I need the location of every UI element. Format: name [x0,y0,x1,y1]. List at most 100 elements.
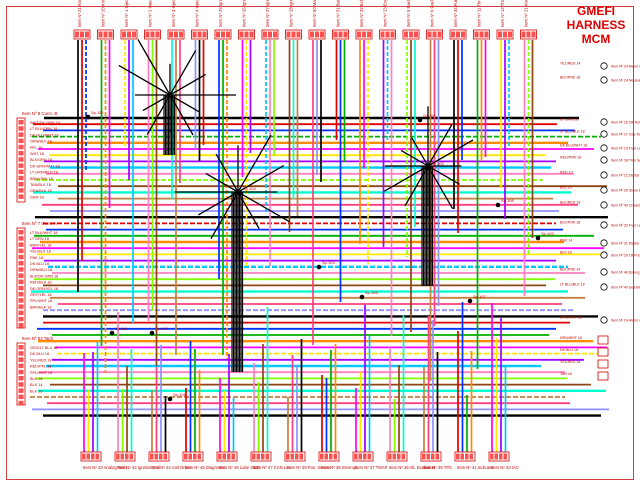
wire-label: BRN/YEL 18 [30,243,51,247]
connector-pin [122,31,126,38]
right-item-label: Item Nº 29 Oil Pressure [611,254,640,258]
splice-dot [417,117,423,123]
right-item-label: Item Nº 17 Gas Temp [611,133,640,137]
connector-pin [18,242,24,247]
top-item-label: Item Nº 34 Fuel Pump Rly [453,0,458,27]
top-item-label: Item Nº 22 Exhaust Temp [359,0,364,27]
top-item-label: Item Nº 21 Knock Grd [77,0,82,27]
right-item-label: Item Nº 30 Slave Power [611,189,640,193]
wire-label: BRN/BLK 18 [30,305,52,309]
ground-bundle-wire [237,134,272,193]
connector-pin [437,31,442,38]
connector-pin [521,31,526,38]
splice-dot [316,264,322,270]
wire-label: BLK/PNK 18 [560,221,580,225]
top-item-label: Item Nº 4 Injector #4 [195,0,200,27]
connector-pin [18,144,24,150]
ground-bundle-wire [146,94,171,135]
splice-dot [149,330,155,336]
connector-pin [18,175,24,181]
ground-bundle-wire [237,165,285,193]
bottom-item-label: Item Nº 38 Interrupt [321,465,358,470]
connector-pin [18,120,24,125]
connector-pin [18,194,24,199]
splice-label: Sp.110 [91,110,104,115]
right-item-label: Item Nº 22 Digital Oil Pressure [611,174,640,178]
splice-dot [425,165,431,171]
top-item-label: Item Nº 28 Ignition #4 [289,0,294,27]
top-item-label: Item Nº 27 Ignition #3 [265,0,270,27]
top-item-label: Item Nº 1 Injector #2 [124,0,129,27]
connector-pin [18,357,24,362]
wire-label: YEL/RED 18 [560,360,580,364]
connector-pin [120,453,124,460]
wire-label: ORN/BLK 18 [30,140,52,144]
connector-pin [324,453,328,460]
ground-bundle-wire [237,191,290,223]
wire-label: BLK/PNK 18 [560,76,580,80]
connector-pin [358,453,362,460]
connector-pin [244,31,249,38]
connector-pin [18,285,24,291]
connector-pin [18,151,24,156]
right-item-label: Item Nº 24 Alarm Output [611,65,640,69]
wire-label: LT GRN/RED 18 [30,171,58,175]
connector-pin [192,31,197,38]
connector-pin [197,453,201,460]
connector-pin [385,31,390,38]
wire-label: GRY/YEL 18 [30,293,52,297]
connector-pin [95,453,99,460]
top-item-label: Item Nº 51 Battery Positive [336,0,341,27]
ground-bundle-wire [404,165,429,207]
connector-pin [494,453,498,460]
terminal-symbol [600,118,608,126]
connector-pin [216,31,220,38]
wire-label: BLK/RED 18 [560,201,580,205]
wire-label: LT BLU/BLK 18 [560,283,585,287]
right-item-label: Item Nº 32 Fuel Level [611,224,640,228]
top-item-label: Item Nº 3 Injector #1 [171,0,176,27]
wire-label: GRA/BLK 18 [30,189,52,193]
wire-label: GRN 18 [30,195,44,199]
connector-pin [169,31,173,38]
top-item-label: Item Nº 26 Ignition #2 [242,0,247,27]
connector-pin [18,388,24,393]
terminal-symbol [600,221,608,229]
wire-label: BLK 16 [30,389,42,393]
wire-label: TAN 18 [560,372,572,376]
splice-dot [359,294,365,300]
connector-pin [320,453,324,460]
connector-pin [456,453,460,460]
connector-pin [456,31,460,38]
connector-pin [409,31,413,38]
splice-label: Sp.109 [541,231,554,236]
terminal-symbol [600,201,608,209]
bottom-item-label: Item Nº 37 TMAP [355,465,388,470]
splice-dot [495,202,501,208]
connector-pin [390,31,395,38]
connector-pin [431,453,435,460]
connector-pin [404,31,408,38]
ground-bundle-wire [137,39,171,96]
wire-label: YEL/BLK 18 [30,250,51,254]
ground-bundle-wire [169,94,194,136]
right-item-label: Item Nº 24 Neutral Switch [611,79,640,83]
connector-pin [18,188,24,193]
connector-pin [18,163,24,168]
top-item-label: Item Nº 25 Ignition #1 [218,0,223,27]
ground-bundle-wire [427,139,474,167]
connector-pin [18,273,24,278]
wire-label: RED/PNK 18 [560,156,581,160]
wire-label: DK GRN/YEL 18 [30,287,58,291]
connector-pin [18,369,24,375]
connector-pin [435,453,439,460]
connector-pin [286,453,290,460]
connector-pin [197,31,202,38]
connector-pin [18,304,24,309]
connector-pin [286,31,291,38]
connector-pin [184,453,188,460]
connector-pin [465,453,469,460]
connector-pin [363,453,367,460]
connector-pin [132,31,136,38]
connector-pin [18,261,24,266]
